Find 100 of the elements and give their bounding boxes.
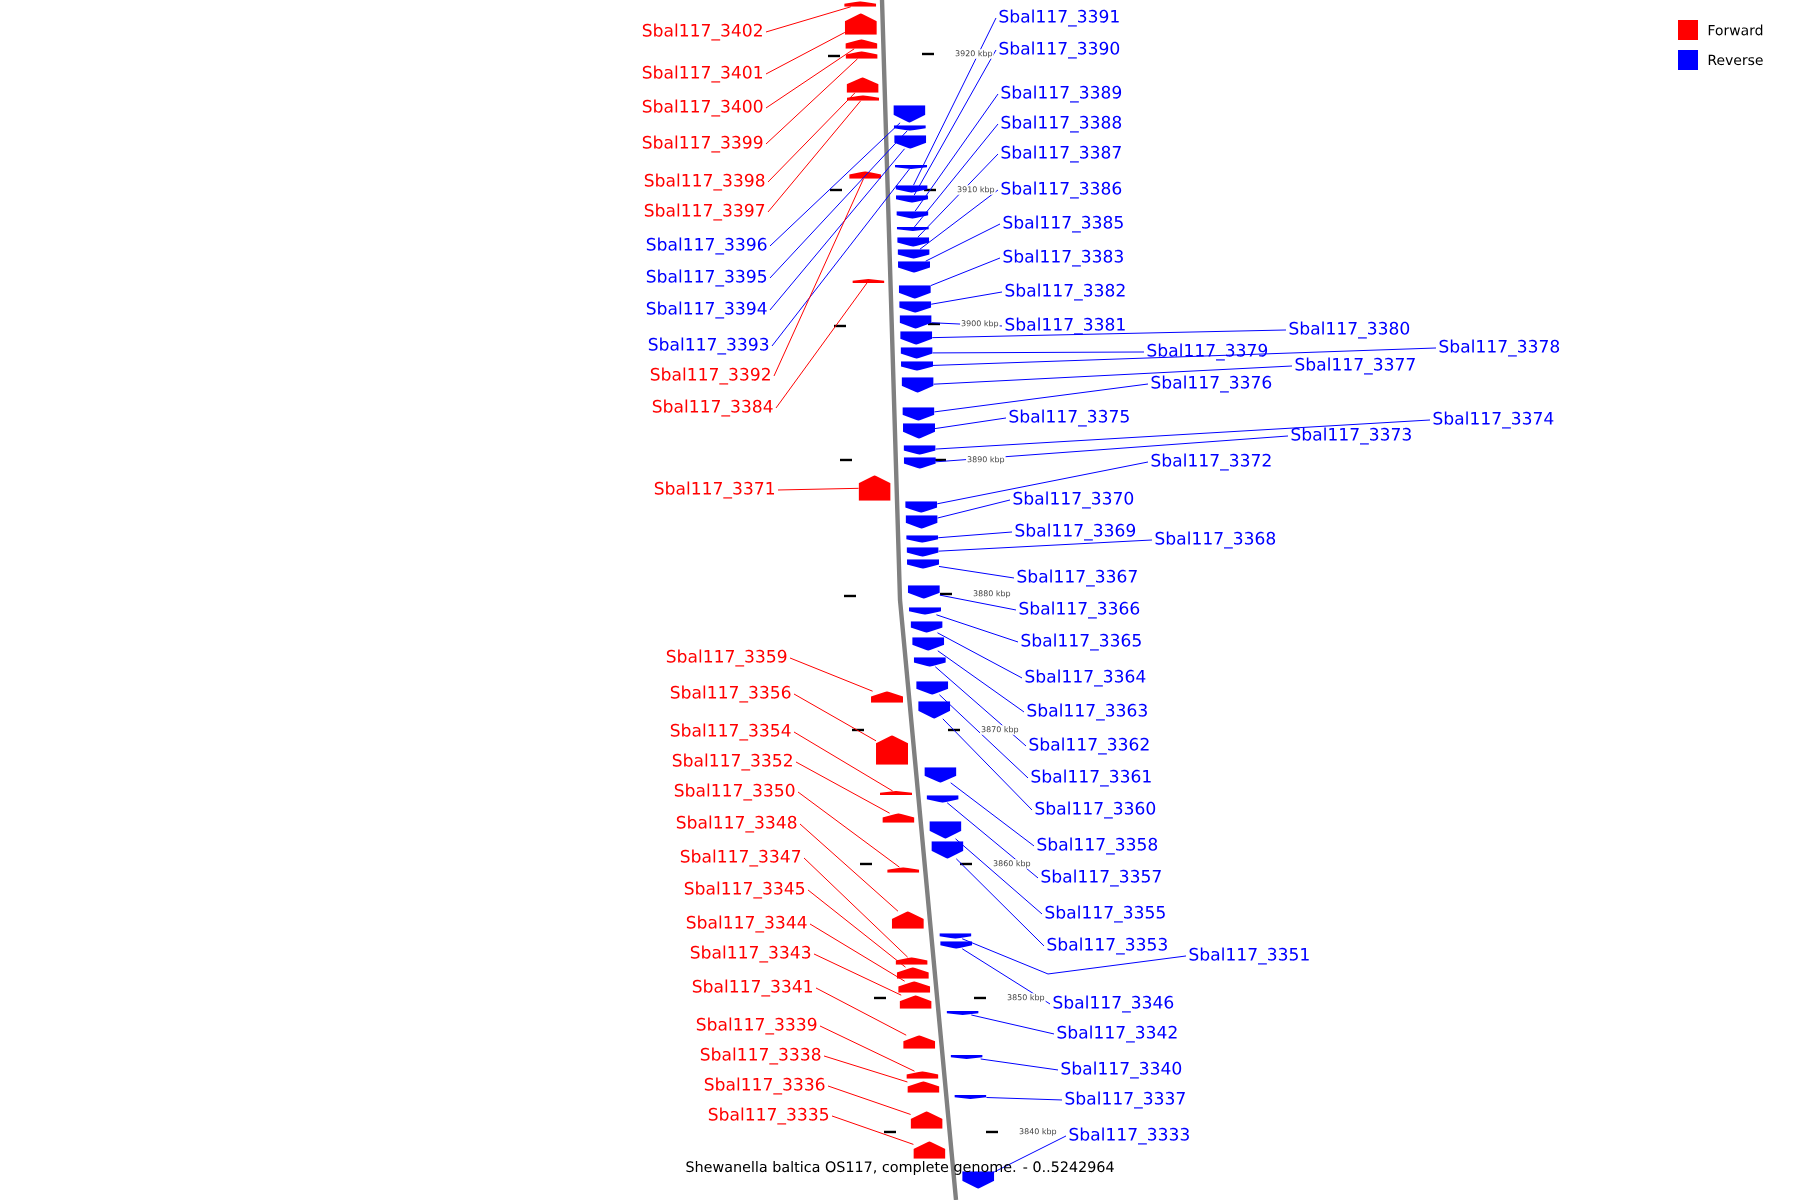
gene-block (924, 767, 957, 783)
leader-line (937, 531, 1013, 539)
leader-line (819, 1025, 915, 1072)
leader-line (933, 383, 1149, 413)
leader-line (930, 291, 1003, 305)
leader-line (777, 487, 860, 491)
gene-block (895, 185, 928, 193)
leader-line (771, 168, 910, 347)
gene-block (900, 347, 933, 359)
gene-label: Sbal117_3398 (641, 171, 768, 193)
gene-block (910, 621, 943, 633)
gene-label: Sbal117_3402 (639, 21, 766, 43)
gene-label: Sbal117_3374 (1430, 409, 1557, 431)
gene-label: Sbal117_3365 (1018, 631, 1145, 653)
gene-label: Sbal117_3340 (1058, 1059, 1185, 1081)
gene-label: Sbal117_3372 (1148, 451, 1275, 473)
gene-label: Sbal117_3395 (643, 267, 770, 289)
gene-label: Sbal117_3336 (701, 1075, 828, 1097)
leader-line (807, 889, 906, 968)
gene-label: Sbal117_3385 (1000, 213, 1127, 235)
leader-line (769, 148, 906, 311)
gene-block (849, 171, 882, 179)
gene-block (910, 1111, 943, 1129)
gene-label: Sbal117_3375 (1006, 407, 1133, 429)
gene-label: Sbal117_3394 (643, 299, 770, 321)
gene-block (903, 423, 935, 439)
gene-block (846, 77, 879, 93)
leader-line (823, 1055, 908, 1083)
leader-line (765, 58, 859, 145)
gene-label: Sbal117_3355 (1042, 903, 1169, 925)
gene-label: Sbal117_3399 (639, 133, 766, 155)
leader-line (942, 718, 1033, 811)
leader-line (827, 1085, 912, 1115)
gene-label: Sbal117_3342 (1054, 1023, 1181, 1045)
leader-line (955, 838, 1043, 915)
leader-line (795, 761, 891, 814)
gene-label: Sbal117_3381 (1002, 315, 1129, 337)
gene-block (891, 911, 924, 929)
gene-label: Sbal117_3333 (1066, 1125, 1193, 1147)
gene-block (871, 691, 903, 703)
gene-label: Sbal117_3356 (667, 683, 794, 705)
gene-label: Sbal117_3387 (998, 143, 1125, 165)
leader-line (950, 782, 1035, 847)
leader-line (767, 100, 862, 213)
gene-label: Sbal117_3368 (1152, 529, 1279, 551)
gene-label: Sbal117_3359 (663, 647, 790, 669)
gene-block (939, 933, 972, 939)
leader-line (935, 614, 1019, 643)
gene-label: Sbal117_3384 (649, 397, 776, 419)
gene-label: Sbal117_3345 (681, 879, 808, 901)
leader-line (937, 499, 1011, 519)
gene-block (903, 1035, 936, 1049)
gene-block (894, 135, 927, 149)
gene-block (844, 13, 877, 35)
gene-label: Sbal117_3390 (996, 39, 1123, 61)
leader-line (939, 594, 1017, 611)
gene-block (858, 475, 891, 501)
gene-label: Sbal117_3401 (639, 63, 766, 85)
leader-line (917, 153, 999, 238)
leader-line (993, 1135, 1067, 1173)
gene-label: Sbal117_3354 (667, 721, 794, 743)
gene-label: Sbal117_3400 (639, 97, 766, 119)
leader-line (831, 1115, 914, 1145)
leader-line (769, 122, 901, 247)
gene-label: Sbal117_3383 (1000, 247, 1127, 269)
gene-label: Sbal117_3376 (1148, 373, 1275, 395)
gene-block (898, 981, 931, 993)
leader-line (797, 791, 900, 868)
leader-line (935, 435, 1289, 463)
leader-line (935, 419, 1431, 450)
gene-block (931, 841, 964, 859)
leader-line (767, 92, 856, 183)
leader-line (919, 189, 999, 250)
gene-block (897, 237, 930, 247)
gene-block (906, 535, 939, 543)
gene-label: Sbal117_3396 (643, 235, 770, 257)
leader-line (799, 823, 899, 912)
gene-label: Sbal117_3382 (1002, 281, 1129, 303)
leader-line (934, 417, 1007, 430)
gene-block (940, 941, 973, 949)
leader-line (980, 1058, 1059, 1071)
gene-block (896, 967, 929, 979)
gene-label: Sbal117_3371 (651, 479, 778, 501)
gene-label: Sbal117_3393 (645, 335, 772, 357)
gene-block (898, 261, 930, 273)
gene-label: Sbal117_3352 (669, 751, 796, 773)
gene-block (899, 315, 932, 329)
gene-block (896, 195, 928, 203)
gene-block (898, 285, 931, 299)
gene-label: Sbal117_3366 (1016, 599, 1143, 621)
leader-line (803, 857, 909, 958)
gene-block (903, 445, 936, 455)
gene-block (896, 211, 929, 219)
gene-block (899, 995, 932, 1009)
gene-block (926, 795, 959, 803)
gene-label: Sbal117_3350 (671, 781, 798, 803)
gene-block (906, 547, 939, 557)
leader-line (933, 365, 1293, 385)
gene-label: Sbal117_3360 (1032, 799, 1159, 821)
leader-line (913, 49, 997, 196)
